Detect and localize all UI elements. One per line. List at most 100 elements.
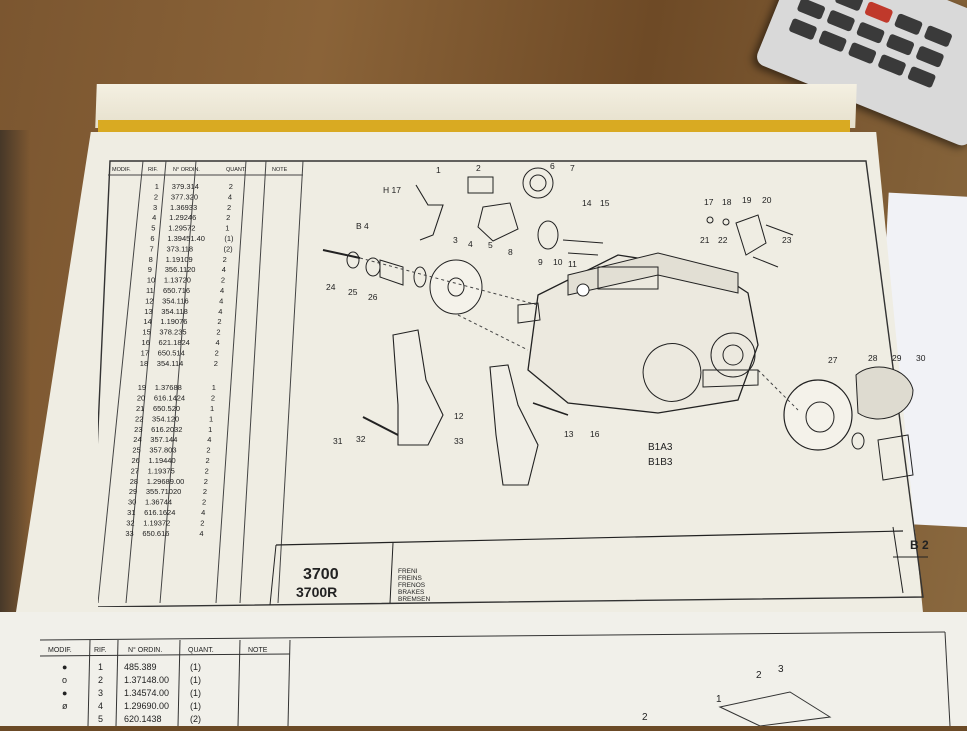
brake-disc-27b xyxy=(783,379,853,451)
lower-row-ordin: 1.37148.00 xyxy=(124,675,169,685)
lower-row-rif: 3 xyxy=(98,688,103,698)
callout-22: 22 xyxy=(718,235,728,245)
table-row-rif: 27 xyxy=(131,466,139,475)
callout-3: 3 xyxy=(453,235,458,245)
table-row-ordin: 650.514 xyxy=(158,348,185,357)
lower-row-quant: (1) xyxy=(190,701,201,711)
lower-row-quant: (2) xyxy=(190,714,201,724)
lower-row-modif: o xyxy=(62,675,67,685)
table-row-ordin: 650.616 xyxy=(142,529,169,538)
callout-5: 5 xyxy=(488,240,493,250)
table-row-rif: 24 xyxy=(133,435,141,444)
lower-row-ordin: 1.34574.00 xyxy=(124,688,169,698)
top-plate xyxy=(597,266,659,290)
ring-24c xyxy=(851,432,865,450)
table-row-rif: 19 xyxy=(138,383,146,392)
callout-11: 11 xyxy=(568,259,577,269)
table-row-ordin: 354.116 xyxy=(162,296,189,305)
table-row-rif: 3 xyxy=(153,203,157,212)
exploded-gearbox-diagram xyxy=(322,167,914,486)
lower-row-modif: ø xyxy=(62,701,68,711)
table-row-quant: 2 xyxy=(205,466,209,475)
brake-shoe-28 xyxy=(855,366,914,420)
rear-housing-ring xyxy=(642,343,702,402)
table-row-ordin: 354.118 xyxy=(161,307,188,316)
lower-callout-1: 1 xyxy=(716,694,722,705)
table-row-rif: 4 xyxy=(152,213,156,222)
callout-b4: B 4 xyxy=(356,221,369,231)
table-row-ordin: 1.36744 xyxy=(145,498,172,507)
bearing-8 xyxy=(537,220,559,250)
input-shaft xyxy=(517,302,541,324)
table-row-ordin: 1.19076 xyxy=(160,317,187,326)
table-row-ordin: 379.314 xyxy=(172,182,199,191)
table-row-quant: (1) xyxy=(224,234,234,243)
table-row-rif: 30 xyxy=(128,498,136,507)
callout-16: 16 xyxy=(590,429,600,439)
callout-27: 27 xyxy=(828,355,838,365)
callout-19: 19 xyxy=(742,195,752,205)
table-row-ordin: 1.29572 xyxy=(168,224,195,233)
table-row-quant: 2 xyxy=(217,317,221,326)
seal-25a xyxy=(365,257,381,277)
table-row-ordin: 354.120 xyxy=(152,414,179,423)
table-row-quant: 1 xyxy=(208,425,212,434)
model-3700: 3700 xyxy=(303,566,339,583)
filler-cap xyxy=(576,283,590,297)
callout-13: 13 xyxy=(564,429,574,439)
callout-25: 25 xyxy=(348,287,358,297)
callout-33: 33 xyxy=(454,436,464,446)
table-row-quant: 4 xyxy=(207,435,211,444)
diagram-callouts: H 17 1 2 3 4 5 6 7 8 9 10 11 12 13 14 15… xyxy=(326,161,926,468)
table-row-quant: 2 xyxy=(202,498,206,507)
lower-row-rif: 4 xyxy=(98,701,103,711)
bolt-13 xyxy=(532,402,569,416)
table-row-quant: 1 xyxy=(210,404,214,413)
mounting-bracket-left xyxy=(392,329,444,446)
table-row-quant: 4 xyxy=(219,296,223,305)
washer-17 xyxy=(706,216,714,224)
lower-row-quant: (1) xyxy=(190,688,201,698)
section-fr: FREINS xyxy=(398,575,423,582)
table-row-rif: 15 xyxy=(142,328,150,337)
table-row-ordin: 650.520 xyxy=(153,404,180,413)
lower-callout-2: 2 xyxy=(756,670,762,681)
callout-21: 21 xyxy=(700,235,710,245)
lower-row-rif: 2 xyxy=(98,675,103,685)
callout-23: 23 xyxy=(782,235,792,245)
callout-14: 14 xyxy=(582,198,592,208)
seal-ring-6 xyxy=(522,167,554,199)
bolt-14 xyxy=(562,239,604,244)
upper-table-grid xyxy=(98,160,304,604)
washer-18 xyxy=(722,218,730,226)
table-row-rif: 32 xyxy=(126,518,134,527)
table-row-rif: 1 xyxy=(155,182,159,191)
table-row-quant: 2 xyxy=(206,446,210,455)
lower-row-ordin: 620.1438 xyxy=(124,714,162,724)
callout-29: 29 xyxy=(892,353,902,363)
table-row-rif: 33 xyxy=(125,529,133,538)
callout-28: 28 xyxy=(868,353,878,363)
table-row-ordin: 1.19375 xyxy=(148,466,175,475)
table-row-ordin: 355.71020 xyxy=(146,487,181,496)
table-row-rif: 28 xyxy=(130,477,138,486)
flange-plate-5 xyxy=(477,202,519,242)
table-row-ordin: 1.29246 xyxy=(169,213,196,222)
mounting-bracket-32 xyxy=(489,364,539,486)
lower-header-ordin: N° ORDIN. xyxy=(128,646,162,654)
lower-callout-2b: 2 xyxy=(642,712,648,723)
section-es: FRENOS xyxy=(398,582,426,589)
table-row-quant: 1 xyxy=(212,383,216,392)
table-row-quant: 2 xyxy=(204,477,208,486)
table-row-rif: 31 xyxy=(127,508,135,517)
page-code: B 2 xyxy=(910,538,929,552)
table-row-quant: 2 xyxy=(226,213,230,222)
model-3700r: 3700R xyxy=(296,584,337,600)
table-row-ordin: 1.19109 xyxy=(166,255,193,264)
table-row-ordin: 1.39451.40 xyxy=(167,234,205,243)
lower-row-quant: (1) xyxy=(190,662,201,672)
catalogue-page xyxy=(16,132,923,612)
callout-10: 10 xyxy=(553,257,563,267)
